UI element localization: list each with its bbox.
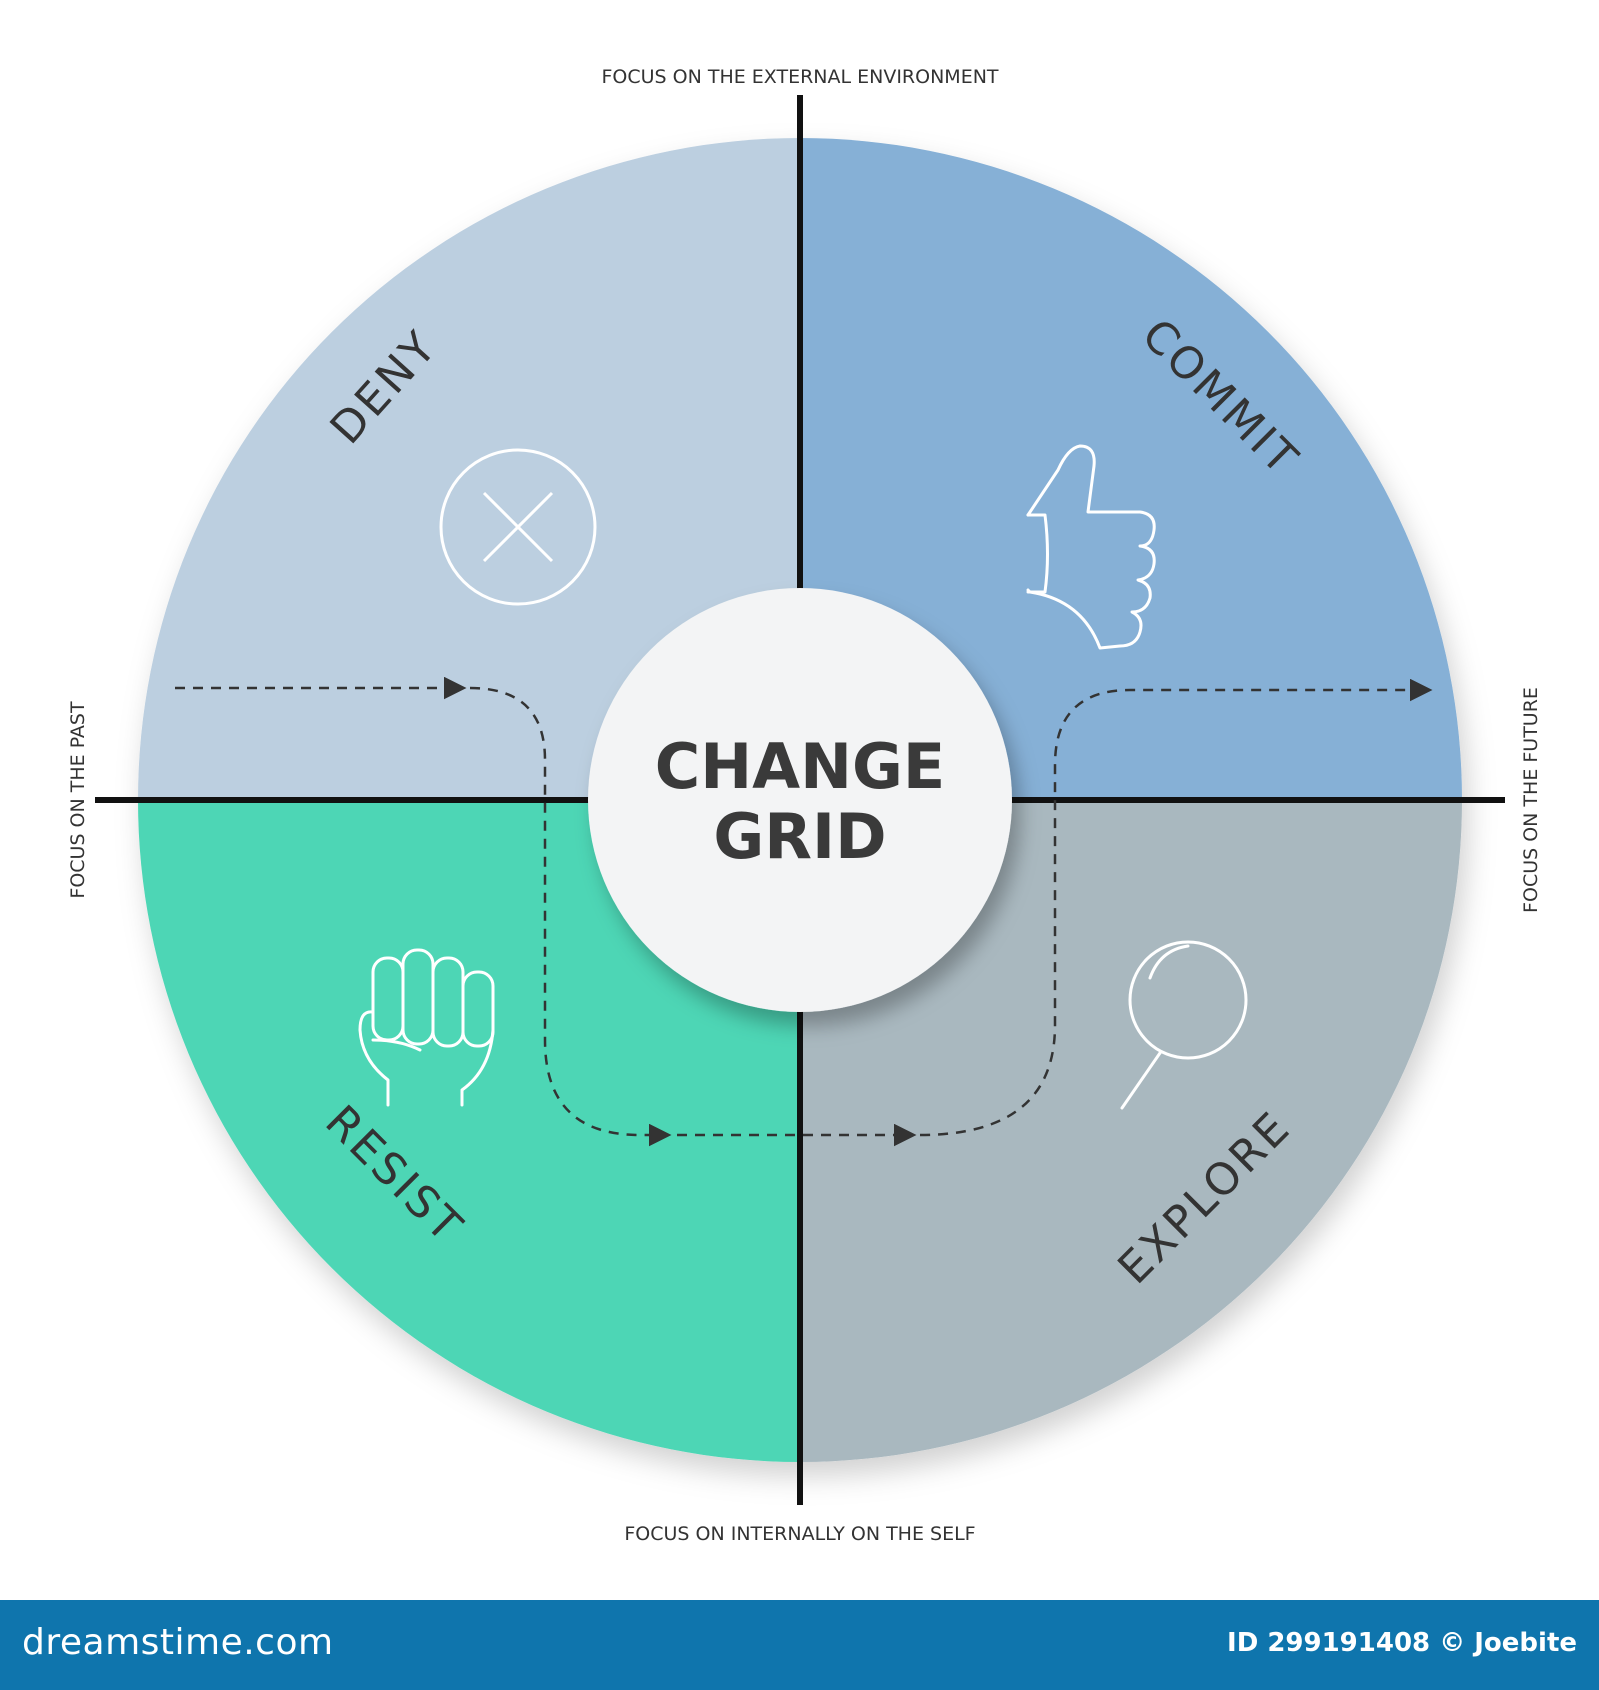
footer-photo-id: ID 299191408 © Joebite: [1227, 1628, 1577, 1658]
footer-bar: dreamstime.com ID 299191408 © Joebite: [0, 1600, 1599, 1690]
path-segment-descent: [469, 686, 672, 1147]
fist-icon: [358, 948, 495, 1107]
change-grid-diagram: DENY COMMIT RESIST EXPLORE: [67, 66, 1542, 1545]
change-path: [175, 676, 1433, 1147]
quadrant-resist: [138, 800, 800, 1462]
quadrant-explore: [800, 800, 1462, 1462]
quadrant-commit: [800, 138, 1462, 800]
path-segment-ascent: [919, 678, 1433, 1137]
center-title-line1: CHANGE: [655, 730, 946, 803]
footer-brand[interactable]: dreamstime.com: [22, 1622, 334, 1663]
axis-label-top: FOCUS ON THE EXTERNAL ENVIRONMENT: [601, 66, 998, 88]
magnifier-icon: [1120, 940, 1248, 1110]
axis-label-left: FOCUS ON THE PAST: [67, 701, 89, 899]
center-hub: CHANGE GRID: [588, 588, 1012, 1012]
thumbs-up-icon: [1026, 444, 1156, 650]
quadrant-wheel: [138, 138, 1462, 1462]
axis-label-bottom: FOCUS ON INTERNALLY ON THE SELF: [624, 1523, 975, 1545]
change-grid-stage: DENY COMMIT RESIST EXPLORE: [67, 66, 1542, 1545]
x-circle-icon: [439, 448, 597, 606]
axis-label-right: FOCUS ON THE FUTURE: [1520, 687, 1542, 913]
center-title-line2: GRID: [713, 800, 886, 873]
